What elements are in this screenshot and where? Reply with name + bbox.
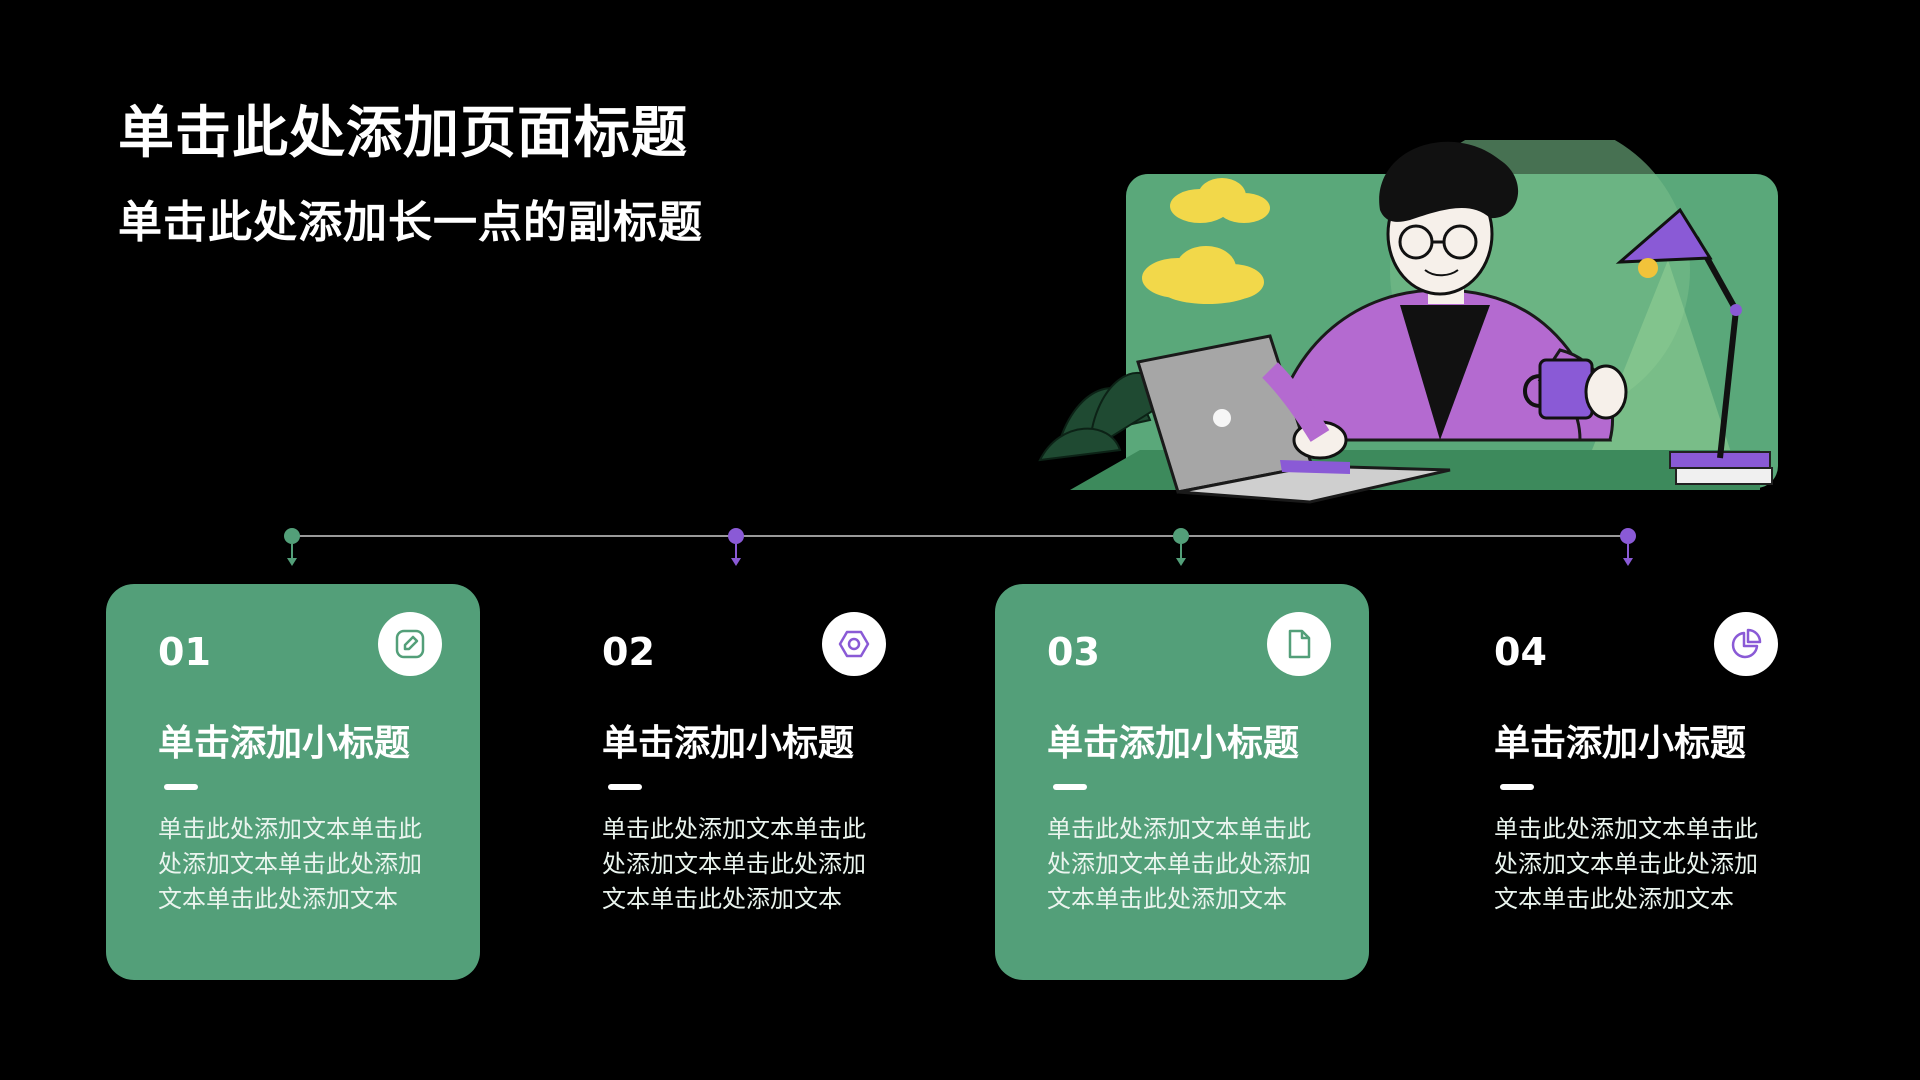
step-title[interactable]: 单击添加小标题 — [1494, 723, 1747, 764]
step-body[interactable]: 单击此处添加文本单击此处添加文本单击此处添加文本单击此处添加文本 — [1494, 815, 1758, 913]
cloud-icon — [1170, 178, 1270, 223]
step-card-1[interactable]: 01 单击添加小标题 单击此处添加文本单击此处添加文本单击此处添加文本单击此处添… — [106, 584, 480, 980]
step-title[interactable]: 单击添加小标题 — [602, 723, 855, 764]
step-number: 03 — [1047, 630, 1100, 674]
cloud-icon — [1142, 246, 1264, 304]
page-subtitle[interactable]: 单击此处添加长一点的副标题 — [118, 197, 703, 248]
timeline — [284, 528, 1636, 566]
timeline-node-4 — [1620, 528, 1636, 566]
person-laptop-illustration — [1038, 140, 1778, 504]
step-body[interactable]: 单击此处添加文本单击此处添加文本单击此处添加文本单击此处添加文本 — [1047, 815, 1311, 913]
divider — [1053, 784, 1087, 790]
step-number: 02 — [602, 630, 655, 674]
timeline-node-2 — [728, 528, 744, 566]
step-card-3[interactable]: 03 单击添加小标题 单击此处添加文本单击此处添加文本单击此处添加文本单击此处添… — [995, 584, 1369, 980]
hexagon-icon — [822, 612, 886, 676]
timeline-node-1 — [284, 528, 300, 566]
step-number: 04 — [1494, 630, 1547, 674]
step-title[interactable]: 单击添加小标题 — [158, 723, 411, 764]
divider — [608, 784, 642, 790]
document-icon — [1267, 612, 1331, 676]
step-card-4[interactable]: 04 单击添加小标题 单击此处添加文本单击此处添加文本单击此处添加文本单击此处添… — [1442, 584, 1816, 980]
laptop-icon — [1136, 334, 1451, 504]
step-card-2[interactable]: 02 单击添加小标题 单击此处添加文本单击此处添加文本单击此处添加文本单击此处添… — [550, 584, 924, 980]
edit-icon — [378, 612, 442, 676]
step-body[interactable]: 单击此处添加文本单击此处添加文本单击此处添加文本单击此处添加文本 — [602, 815, 866, 913]
pie-chart-icon — [1714, 612, 1778, 676]
page-title[interactable]: 单击此处添加页面标题 — [118, 101, 688, 166]
step-title[interactable]: 单击添加小标题 — [1047, 723, 1300, 764]
divider — [1500, 784, 1534, 790]
divider — [164, 784, 198, 790]
step-body[interactable]: 单击此处添加文本单击此处添加文本单击此处添加文本单击此处添加文本 — [158, 815, 422, 913]
timeline-node-3 — [1173, 528, 1189, 566]
person-icon — [1268, 141, 1628, 442]
desk-lamp-icon — [1615, 207, 1742, 459]
step-number: 01 — [158, 630, 211, 674]
